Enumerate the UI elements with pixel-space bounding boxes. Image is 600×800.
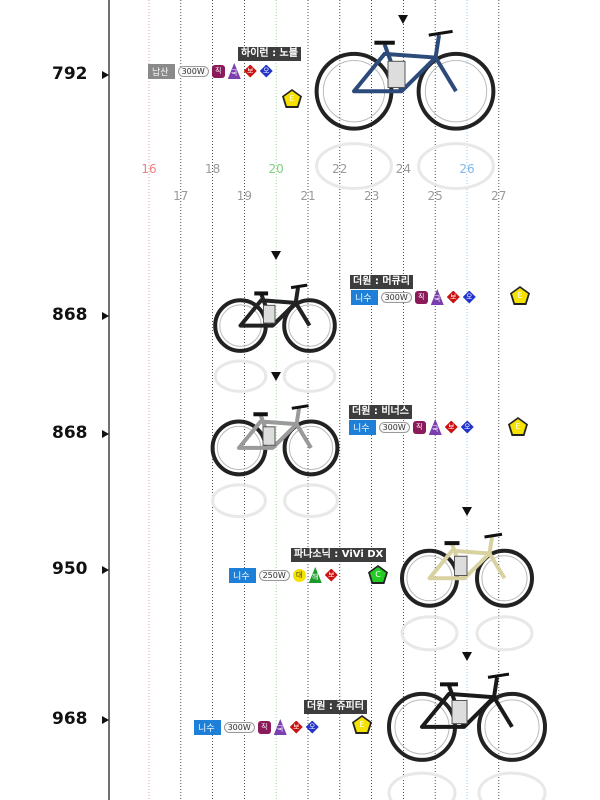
- x-tick-label-22: 22: [332, 162, 348, 176]
- spec-chip-3: 오: [460, 420, 474, 434]
- product-name-label-2: 더원 : 비너스: [349, 405, 412, 419]
- spec-chip-2: 보: [243, 64, 257, 78]
- motor-watt-badge: 300W: [223, 721, 255, 733]
- x-tick-label-16: 16: [141, 162, 157, 176]
- spec-badges-0: 납산300W직국보오EE: [148, 63, 302, 108]
- battery-type-badge: 니수: [349, 419, 376, 435]
- price-tick-arrow-3: [102, 566, 109, 574]
- price-tick-arrow-0: [102, 71, 109, 79]
- x-tick-label-17: 17: [173, 189, 189, 203]
- energy-pentagon-chip: E: [510, 286, 530, 305]
- price-label-1: 868: [52, 305, 88, 325]
- product-name-label-1: 더원 : 머큐리: [350, 275, 413, 289]
- battery-type-badge: 니수: [229, 567, 256, 583]
- point-marker-0: [398, 15, 409, 24]
- battery-type-badge: 납산: [148, 63, 175, 79]
- x-tick-label-21: 21: [300, 189, 316, 203]
- price-tick-arrow-1: [102, 312, 109, 320]
- price-tick-arrow-4: [102, 716, 109, 724]
- x-tick-label-26: 26: [459, 162, 475, 176]
- bicycle-image-4: [387, 672, 547, 800]
- point-marker-4: [462, 652, 472, 661]
- spec-badges-1: 니수300W직국보오EE: [351, 286, 530, 305]
- product-name-label-0: 하이런 : 노블: [238, 47, 301, 61]
- spec-badges-2: 니수300W직국보오EE: [349, 417, 528, 436]
- battery-type-badge: 니수: [194, 719, 221, 735]
- x-tick-label-20: 20: [268, 162, 284, 176]
- spec-chip-1: 국: [428, 419, 442, 435]
- spec-chip-3: 오: [462, 290, 476, 304]
- price-label-0: 792: [52, 64, 88, 84]
- energy-pentagon-chip: E: [352, 715, 372, 734]
- x-tick-label-23: 23: [363, 189, 380, 203]
- spec-chip-1: 해: [308, 567, 322, 583]
- spec-chip-1: 국: [227, 63, 241, 79]
- motor-watt-badge: 250W: [258, 569, 290, 581]
- price-tick-arrow-2: [102, 430, 109, 438]
- energy-pentagon-chip: C: [368, 565, 388, 584]
- bicycle-image-3: [400, 532, 534, 652]
- bicycle-image-0: [314, 29, 496, 190]
- price-label-2: 868: [52, 423, 88, 443]
- spec-chip-0: 직: [257, 720, 271, 734]
- energy-pentagon-chip: E: [508, 417, 528, 436]
- motor-watt-badge: 300W: [380, 291, 412, 303]
- price-label-3: 950: [52, 559, 88, 579]
- point-marker-2: [271, 372, 282, 381]
- battery-type-badge: 니수: [351, 289, 378, 305]
- bicycle-image-1: [213, 283, 337, 393]
- motor-watt-badge: 300W: [378, 421, 410, 433]
- spec-chip-2: 보: [289, 720, 303, 734]
- point-marker-3: [462, 507, 472, 516]
- x-tick-label-25: 25: [427, 189, 443, 203]
- spec-chip-3: 오: [259, 64, 273, 78]
- product-name-label-4: 더원 : 쥬피터: [304, 700, 367, 714]
- spec-chip-0: 대: [292, 568, 306, 582]
- motor-watt-badge: 300W: [177, 65, 209, 77]
- spec-chip-3: 오: [305, 720, 319, 734]
- x-tick-label-19: 19: [236, 189, 253, 203]
- x-tick-label-18: 18: [204, 162, 221, 176]
- point-marker-1: [271, 251, 282, 260]
- x-tick-label-24: 24: [395, 162, 412, 176]
- spec-chip-0: 직: [412, 420, 426, 434]
- spec-badges-3: 니수250W대해보CC: [229, 565, 388, 584]
- spec-chip-1: 국: [430, 289, 444, 305]
- product-name-label-3: 파나소닉 : ViVi DX: [291, 548, 387, 562]
- price-label-4: 968: [52, 709, 88, 729]
- bicycle-image-2: [210, 404, 340, 519]
- spec-badges-4: 니수300W직국보오EE: [194, 715, 372, 735]
- spec-chip-1: 국: [273, 719, 287, 735]
- spec-chip-2: 보: [324, 568, 338, 582]
- spec-chip-2: 보: [444, 420, 458, 434]
- spec-chip-0: 직: [211, 64, 225, 78]
- spec-chip-0: 직: [414, 290, 428, 304]
- spec-chip-2: 보: [446, 290, 460, 304]
- energy-pentagon-chip: E: [282, 89, 302, 108]
- x-tick-label-27: 27: [491, 189, 507, 203]
